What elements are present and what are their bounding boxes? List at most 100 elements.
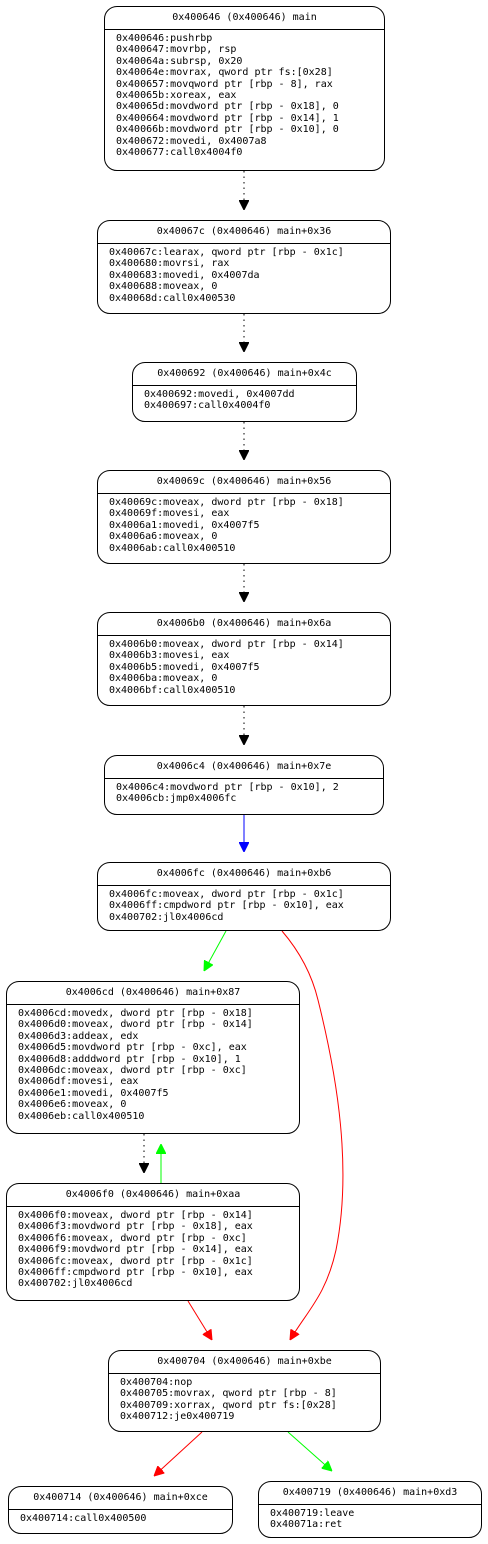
block-header: 0x4006b0 (0x400646) main+0x6a — [98, 613, 390, 636]
instruction-line: 0x40069f:movesi, eax — [109, 508, 230, 520]
instruction-line: 0x4006c4:movdword ptr [rbp - 0x10], 2 — [116, 782, 339, 793]
instruction-line: 0x4006d8:adddword ptr [rbp - 0x10], 1 — [18, 1053, 241, 1065]
instruction-list: 0x4006f0:moveax, dword ptr [rbp - 0x14]0… — [7, 1207, 299, 1290]
instruction-line: 0x4006df:movesi, eax — [18, 1076, 139, 1088]
instruction-line: 0x4006fc:moveax, dword ptr [rbp - 0x1c] — [18, 1255, 253, 1267]
instruction-line: 0x400683:movedi, 0x4007da — [109, 269, 260, 281]
instruction-line: 0x400677:call0x4004f0 — [116, 147, 243, 159]
instruction-line: 0x400709:xorrax, qword ptr fs:[0x28] — [120, 1399, 337, 1411]
block-header: 0x4006cd (0x400646) main+0x87 — [7, 982, 299, 1005]
instruction-list: 0x4006cd:movedx, dword ptr [rbp - 0x18]0… — [7, 1005, 299, 1122]
instruction-line: 0x4006b0:moveax, dword ptr [rbp - 0x14] — [109, 639, 344, 650]
instruction-line: 0x400657:movqword ptr [rbp - 8], rax — [116, 78, 333, 90]
block-header: 0x400692 (0x400646) main+0x4c — [133, 363, 356, 386]
edge-false-b4006f0-to-b400704 — [187, 1300, 212, 1340]
instruction-line: 0x400719:leave — [270, 1508, 355, 1519]
instruction-line: 0x4006e1:movedi, 0x4007f5 — [18, 1087, 169, 1099]
edge-false-b4006fc-to-b400704 — [281, 930, 344, 1340]
block-header: 0x40069c (0x400646) main+0x56 — [98, 471, 390, 494]
edge-false-b400704-to-b400714 — [154, 1431, 203, 1476]
instruction-line: 0x400688:moveax, 0 — [109, 281, 218, 293]
instruction-line: 0x40065d:movdword ptr [rbp - 0x18], 0 — [116, 101, 339, 113]
block-header: 0x400719 (0x400646) main+0xd3 — [259, 1482, 481, 1505]
instruction-line: 0x40068d:call0x400530 — [109, 292, 236, 304]
instruction-line: 0x40064e:movrax, qword ptr fs:[0x28] — [116, 67, 333, 79]
instruction-line: 0x400672:movedi, 0x4007a8 — [116, 135, 267, 147]
block-header: 0x400646 (0x400646) main — [105, 7, 384, 30]
instruction-line: 0x400702:jl0x4006cd — [109, 911, 224, 923]
instruction-line: 0x400705:movrax, qword ptr [rbp - 8] — [120, 1388, 337, 1400]
block-header: 0x400704 (0x400646) main+0xbe — [109, 1351, 380, 1374]
instruction-line: 0x400692:movedi, 0x4007dd — [144, 389, 295, 400]
instruction-line: 0x4006ab:call0x400510 — [109, 542, 236, 554]
edge-true-b4006fc-to-b4006cd — [204, 930, 227, 971]
instruction-line: 0x400647:movrbp, rsp — [116, 44, 237, 56]
instruction-line: 0x4006bf:call0x400510 — [109, 684, 236, 696]
block-header: 0x40067c (0x400646) main+0x36 — [98, 221, 390, 244]
instruction-list: 0x40067c:learax, qword ptr [rbp - 0x1c]0… — [98, 244, 390, 304]
instruction-line: 0x400714:call0x400500 — [20, 1513, 147, 1524]
instruction-line: 0x4006f0:moveax, dword ptr [rbp - 0x14] — [18, 1210, 253, 1221]
instruction-line: 0x4006dc:moveax, dword ptr [rbp - 0xc] — [18, 1065, 247, 1077]
instruction-line: 0x40066b:movdword ptr [rbp - 0x10], 0 — [116, 124, 339, 136]
instruction-line: 0x4006ba:moveax, 0 — [109, 673, 218, 685]
instruction-line: 0x4006cb:jmp0x4006fc — [116, 793, 237, 805]
instruction-line: 0x4006eb:call0x400510 — [18, 1110, 145, 1122]
instruction-line: 0x4006ff:cmpdword ptr [rbp - 0x10], eax — [18, 1267, 253, 1279]
instruction-line: 0x4006b3:movesi, eax — [109, 650, 230, 662]
instruction-list: 0x400714:call0x400500 — [9, 1510, 232, 1524]
instruction-line: 0x40064a:subrsp, 0x20 — [116, 55, 243, 67]
instruction-line: 0x40069c:moveax, dword ptr [rbp - 0x18] — [109, 497, 344, 508]
basic-block-400714[interactable]: 0x400714 (0x400646) main+0xce 0x400714:ca… — [8, 1486, 233, 1534]
instruction-line: 0x400680:movrsi, rax — [109, 258, 230, 270]
block-header: 0x400714 (0x400646) main+0xce — [9, 1487, 232, 1510]
instruction-list: 0x40069c:moveax, dword ptr [rbp - 0x18]0… — [98, 494, 390, 554]
block-header: 0x4006c4 (0x400646) main+0x7e — [105, 756, 383, 779]
instruction-line: 0x4006a6:moveax, 0 — [109, 531, 218, 543]
instruction-line: 0x400697:call0x4004f0 — [144, 400, 271, 412]
instruction-list: 0x4006fc:moveax, dword ptr [rbp - 0x1c]0… — [98, 886, 390, 923]
instruction-line: 0x4006fc:moveax, dword ptr [rbp - 0x1c] — [109, 889, 344, 900]
block-header: 0x4006fc (0x400646) main+0xb6 — [98, 863, 390, 886]
instruction-line: 0x40071a:ret — [270, 1519, 343, 1531]
block-header: 0x4006f0 (0x400646) main+0xaa — [7, 1184, 299, 1207]
instruction-line: 0x4006ff:cmpdword ptr [rbp - 0x10], eax — [109, 900, 344, 912]
edge-true-b400704-to-b400719 — [287, 1431, 332, 1471]
instruction-line: 0x400702:jl0x4006cd — [18, 1278, 133, 1290]
instruction-line: 0x4006d3:addeax, edx — [18, 1030, 139, 1042]
instruction-list: 0x4006b0:moveax, dword ptr [rbp - 0x14]0… — [98, 636, 390, 696]
instruction-line: 0x400712:je0x400719 — [120, 1411, 235, 1423]
instruction-line: 0x40067c:learax, qword ptr [rbp - 0x1c] — [109, 247, 344, 258]
instruction-line: 0x4006f6:moveax, dword ptr [rbp - 0xc] — [18, 1232, 247, 1244]
instruction-line: 0x4006d0:moveax, dword ptr [rbp - 0x14] — [18, 1019, 253, 1031]
instruction-line: 0x4006b5:movedi, 0x4007f5 — [109, 661, 260, 673]
instruction-line: 0x400646:pushrbp — [116, 33, 213, 44]
instruction-line: 0x4006f9:movdword ptr [rbp - 0x14], eax — [18, 1244, 253, 1256]
instruction-line: 0x400704:nop — [120, 1377, 193, 1388]
instruction-line: 0x4006a1:movedi, 0x4007f5 — [109, 519, 260, 531]
instruction-line: 0x4006cd:movedx, dword ptr [rbp - 0x18] — [18, 1008, 253, 1019]
instruction-line: 0x400664:movdword ptr [rbp - 0x14], 1 — [116, 112, 339, 124]
instruction-line: 0x4006d5:movdword ptr [rbp - 0xc], eax — [18, 1042, 247, 1054]
instruction-line: 0x40065b:xoreax, eax — [116, 90, 237, 102]
instruction-line: 0x4006e6:moveax, 0 — [18, 1099, 127, 1111]
instruction-line: 0x4006f3:movdword ptr [rbp - 0x18], eax — [18, 1221, 253, 1233]
